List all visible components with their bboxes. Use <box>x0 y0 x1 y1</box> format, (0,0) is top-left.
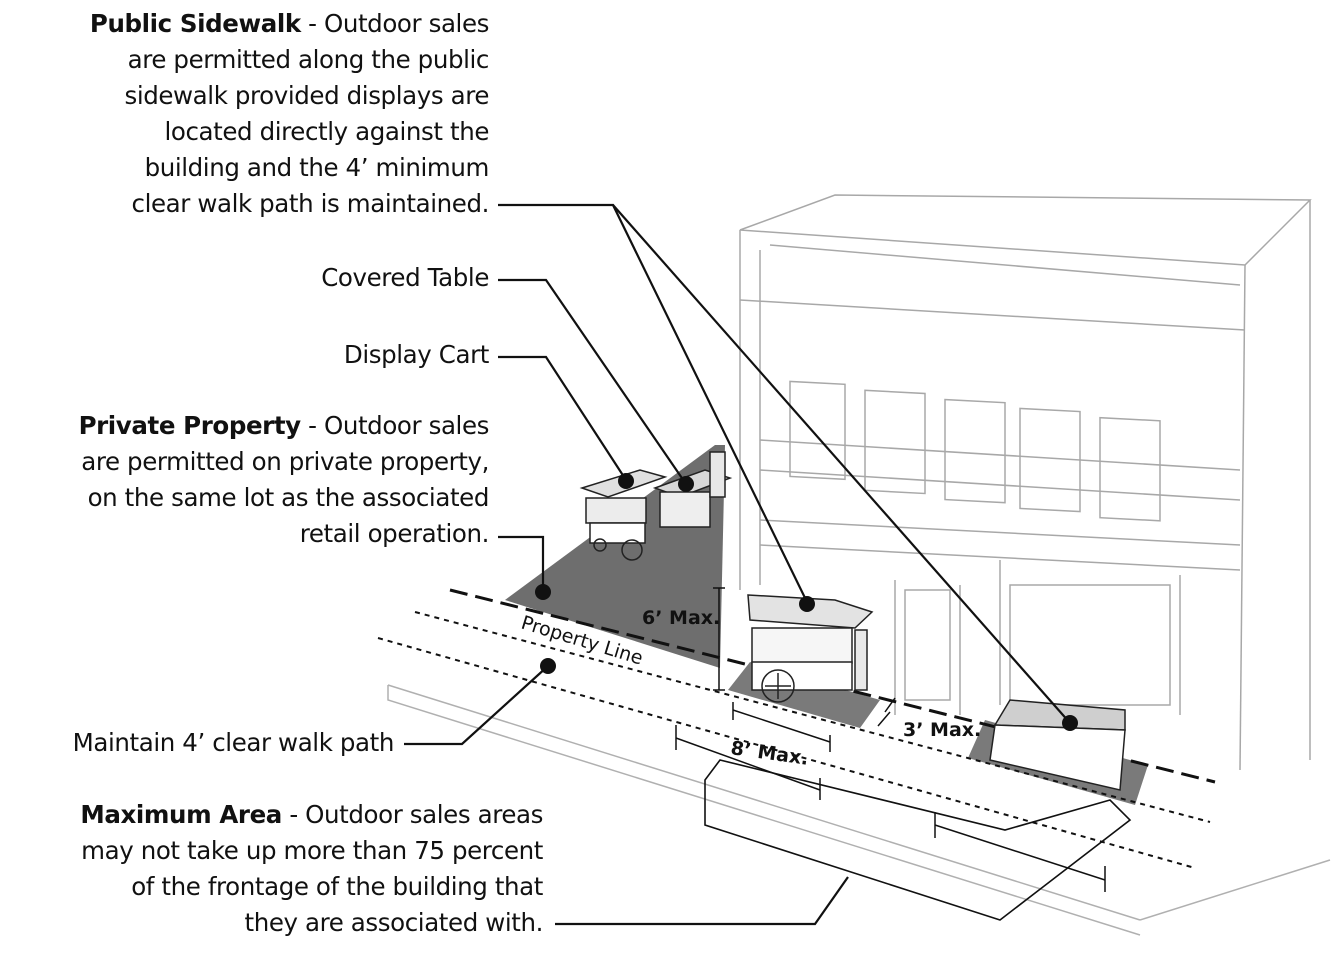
public-sidewalk-title: Public Sidewalk <box>89 9 301 38</box>
private-property-line: on the same lot as the associated <box>87 483 490 512</box>
private-property-leader <box>498 535 545 592</box>
maximum-area-bracket <box>704 759 1132 921</box>
private-property-line: - Outdoor sales <box>300 411 489 440</box>
leader-dots <box>535 473 1078 731</box>
dot-cart-sidewalk <box>799 596 815 612</box>
public-sidewalk-callout: Public Sidewalk - Outdoor sales are perm… <box>29 6 489 222</box>
maximum-area-line: of the frontage of the building that <box>131 872 543 901</box>
walk-path-leader <box>404 665 549 746</box>
display-cart-sidewalk <box>747 594 874 703</box>
ground-outline <box>387 684 1331 936</box>
private-property-line: retail operation. <box>299 519 490 548</box>
public-sidewalk-line: - Outdoor sales <box>300 9 489 38</box>
public-sidewalk-line: sidewalk provided displays are <box>124 81 489 110</box>
private-property-callout: Private Property - Outdoor sales are per… <box>0 408 490 552</box>
walk-path-lines <box>377 611 1211 869</box>
dot-display-cart <box>618 473 634 489</box>
walk-path-callout: Maintain 4’ clear walk path <box>72 728 395 757</box>
public-sidewalk-line: building and the 4’ minimum <box>144 153 490 182</box>
public-sidewalk-line: located directly against the <box>164 117 489 146</box>
maximum-area-leader <box>555 876 849 926</box>
private-property-line: are permitted on private property, <box>81 447 489 476</box>
building <box>739 194 1312 771</box>
leader-lines <box>404 203 1071 926</box>
dimension-lines <box>675 587 1106 892</box>
display-cart-leader <box>498 355 627 481</box>
dot-covered-table <box>678 476 694 492</box>
depth-max-label: 3’ Max. <box>903 719 981 741</box>
display-cart-callout: Display Cart <box>343 340 490 369</box>
maximum-area-line: may not take up more than 75 percent <box>81 836 543 865</box>
maximum-area-line: they are associated with. <box>244 908 543 937</box>
maximum-area-callout: Maximum Area - Outdoor sales areas may n… <box>23 797 543 941</box>
public-sidewalk-leader-table <box>612 204 1071 724</box>
dot-private-property <box>535 584 551 600</box>
maximum-area-line: - Outdoor sales areas <box>281 800 543 829</box>
private-property-title: Private Property <box>78 411 302 440</box>
covered-table-leader <box>498 278 687 485</box>
covered-table-sidewalk <box>989 699 1126 791</box>
covered-table-callout: Covered Table <box>321 263 489 292</box>
public-sidewalk-line: clear walk path is maintained. <box>131 189 490 218</box>
dot-walk-path <box>540 658 556 674</box>
public-sidewalk-line: are permitted along the public <box>127 45 490 74</box>
height-max-label: 6’ Max. <box>642 607 720 629</box>
dot-table-sidewalk <box>1062 715 1078 731</box>
maximum-area-title: Maximum Area <box>80 800 282 829</box>
